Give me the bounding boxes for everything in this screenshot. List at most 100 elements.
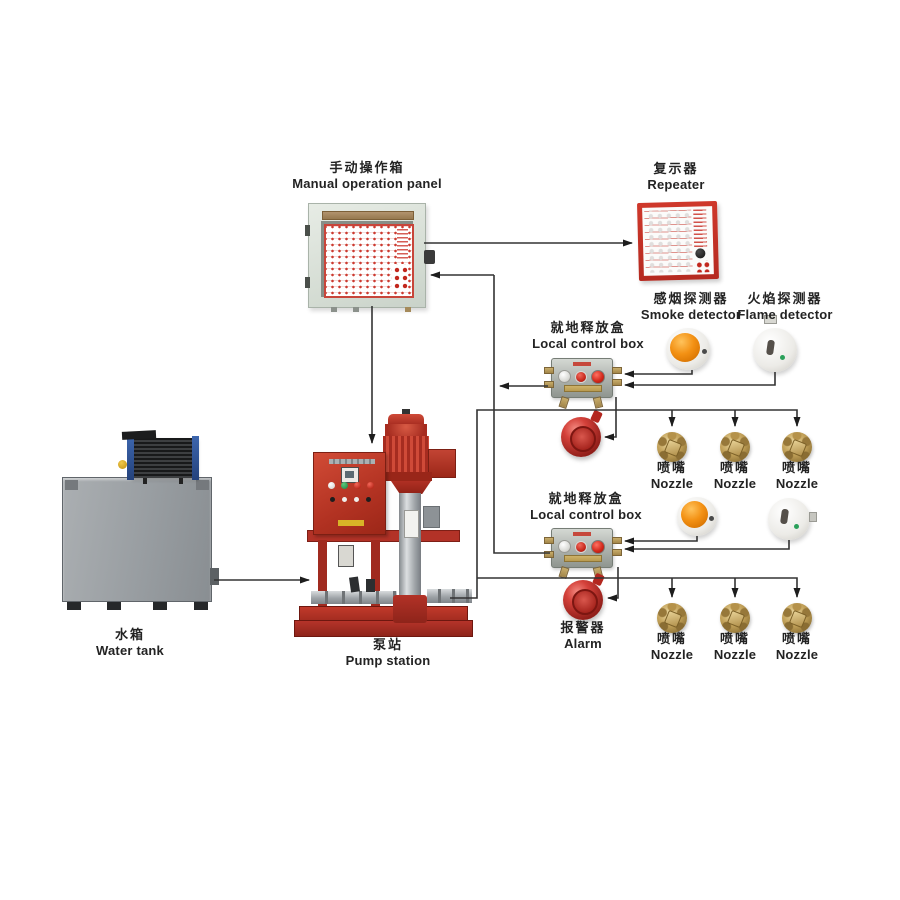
cabinet-indicator [342, 497, 347, 502]
box-button-red-large [591, 540, 605, 554]
panel-indicator-matrix [324, 224, 414, 298]
label-nozzle-bottom-2: 喷嘴 Nozzle [700, 632, 770, 662]
repeater-legend-column [693, 209, 708, 248]
label-water-tank-zh: 水箱 [114, 628, 145, 643]
flame-detector-stub [809, 512, 817, 522]
nozzle-top-1 [657, 432, 687, 462]
alarm-sounder-1 [561, 409, 603, 457]
pump-frame-leg [318, 540, 327, 608]
smoke-detector-led [702, 349, 707, 354]
flame-detector-led [780, 355, 785, 360]
label-nozzle-zh: 喷嘴 [656, 461, 687, 476]
heat-exchanger-cap [121, 430, 157, 440]
label-nozzle-zh: 喷嘴 [719, 632, 750, 647]
label-pump-station-zh: 泵站 [372, 638, 403, 653]
box-connector [612, 537, 622, 544]
flame-detector-window [779, 508, 790, 525]
nozzle-hex-nut [726, 438, 746, 458]
label-alarm: 报警器 Alarm [543, 621, 623, 651]
label-local-control-box-1: 就地释放盒 Local control box [528, 321, 648, 351]
tank-corner-plate [65, 480, 78, 490]
label-water-tank-en: Water tank [96, 642, 164, 658]
nozzle-hex-nut [788, 438, 808, 458]
box-label-strip [564, 555, 602, 562]
nozzle-top-2 [720, 432, 750, 462]
box-button-red-large [591, 370, 605, 384]
label-smoke-detector: 感烟探测器 Smoke detector [630, 292, 752, 322]
pump-control-cabinet [313, 452, 386, 535]
label-nozzle-bottom-3: 喷嘴 Nozzle [762, 632, 832, 662]
cabinet-indicator [330, 497, 335, 502]
box-button-white [558, 540, 571, 553]
cabinet-button-green [341, 482, 348, 489]
panel-hinge [305, 277, 310, 288]
label-nozzle-en: Nozzle [650, 646, 694, 662]
box-red-tag [573, 362, 591, 366]
smoke-detector-2 [677, 497, 717, 536]
flame-detector-1 [753, 328, 797, 372]
panel-cable-gland [331, 307, 337, 312]
heat-exchanger-leg [179, 478, 183, 484]
smoke-detector-1 [666, 328, 710, 370]
alarm-sounder-2 [563, 572, 605, 620]
nozzle-hex-nut [726, 609, 746, 629]
cabinet-indicator [366, 497, 371, 502]
label-nozzle-en: Nozzle [775, 475, 819, 491]
label-water-tank: 水箱 Water tank [60, 628, 200, 658]
box-connector [558, 566, 570, 579]
label-repeater: 复示器 Repeater [616, 162, 736, 192]
nozzle-bottom-2 [720, 603, 750, 633]
box-button-red-small [575, 541, 587, 553]
tank-corner-plate [196, 480, 209, 490]
flame-detector-bracket [764, 315, 777, 324]
label-smoke-detector-zh: 感烟探测器 [653, 292, 729, 307]
label-manual-panel: 手动操作箱 Manual operation panel [287, 161, 447, 191]
cabinet-button-red [354, 482, 361, 489]
label-box2-en: Local control box [530, 506, 642, 522]
label-nozzle-bottom-1: 喷嘴 Nozzle [637, 632, 707, 662]
manifold-valve [366, 579, 375, 592]
wire-flame2-to-box2 [624, 540, 790, 553]
panel-hinge [305, 225, 310, 236]
box-red-tag [573, 532, 591, 536]
cabinet-indicator [354, 497, 359, 502]
pump-discharge-head [393, 595, 427, 623]
label-manual-panel-zh: 手动操作箱 [329, 161, 405, 176]
label-nozzle-top-2: 喷嘴 Nozzle [700, 461, 770, 491]
cabinet-meter [341, 467, 359, 483]
cabinet-label-strip [338, 520, 364, 526]
motor-base-flange [380, 472, 432, 481]
label-pump-station-en: Pump station [345, 652, 431, 668]
box-connector [612, 549, 622, 556]
tank-outlet-pipe [210, 568, 219, 585]
manifold-valve [349, 576, 360, 593]
tank-foot [153, 602, 167, 610]
label-repeater-zh: 复示器 [653, 162, 699, 177]
motor-top-stub [402, 409, 410, 415]
box-connector [612, 367, 622, 374]
pump-adapter-cone [391, 481, 431, 494]
label-pump-station: 泵站 Pump station [308, 638, 468, 668]
label-flame-detector-en: Flame detector [737, 306, 833, 322]
panel-cable-gland [353, 307, 359, 312]
heat-exchanger-frame [192, 436, 199, 480]
box-connector [544, 537, 554, 544]
panel-nameplate-strip [322, 211, 414, 220]
water-tank [62, 477, 219, 610]
repeater-buzzer [695, 248, 706, 259]
label-nozzle-zh: 喷嘴 [781, 461, 812, 476]
alarm-lens [572, 589, 598, 615]
nozzle-bottom-3 [782, 603, 812, 633]
pump-column [399, 493, 421, 597]
wire-box1-to-alarm1 [604, 397, 617, 441]
label-nozzle-en: Nozzle [650, 475, 694, 491]
label-smoke-detector-en: Smoke detector [640, 306, 742, 322]
local-control-box-1 [544, 358, 622, 409]
nozzle-hex-nut [788, 609, 808, 629]
panel-legend-column [397, 229, 408, 261]
label-flame-detector: 火焰探测器 Flame detector [722, 292, 848, 322]
label-repeater-en: Repeater [647, 176, 705, 192]
nozzle-hex-nut [663, 438, 683, 458]
label-nozzle-top-3: 喷嘴 Nozzle [762, 461, 832, 491]
label-nozzle-en: Nozzle [713, 475, 757, 491]
